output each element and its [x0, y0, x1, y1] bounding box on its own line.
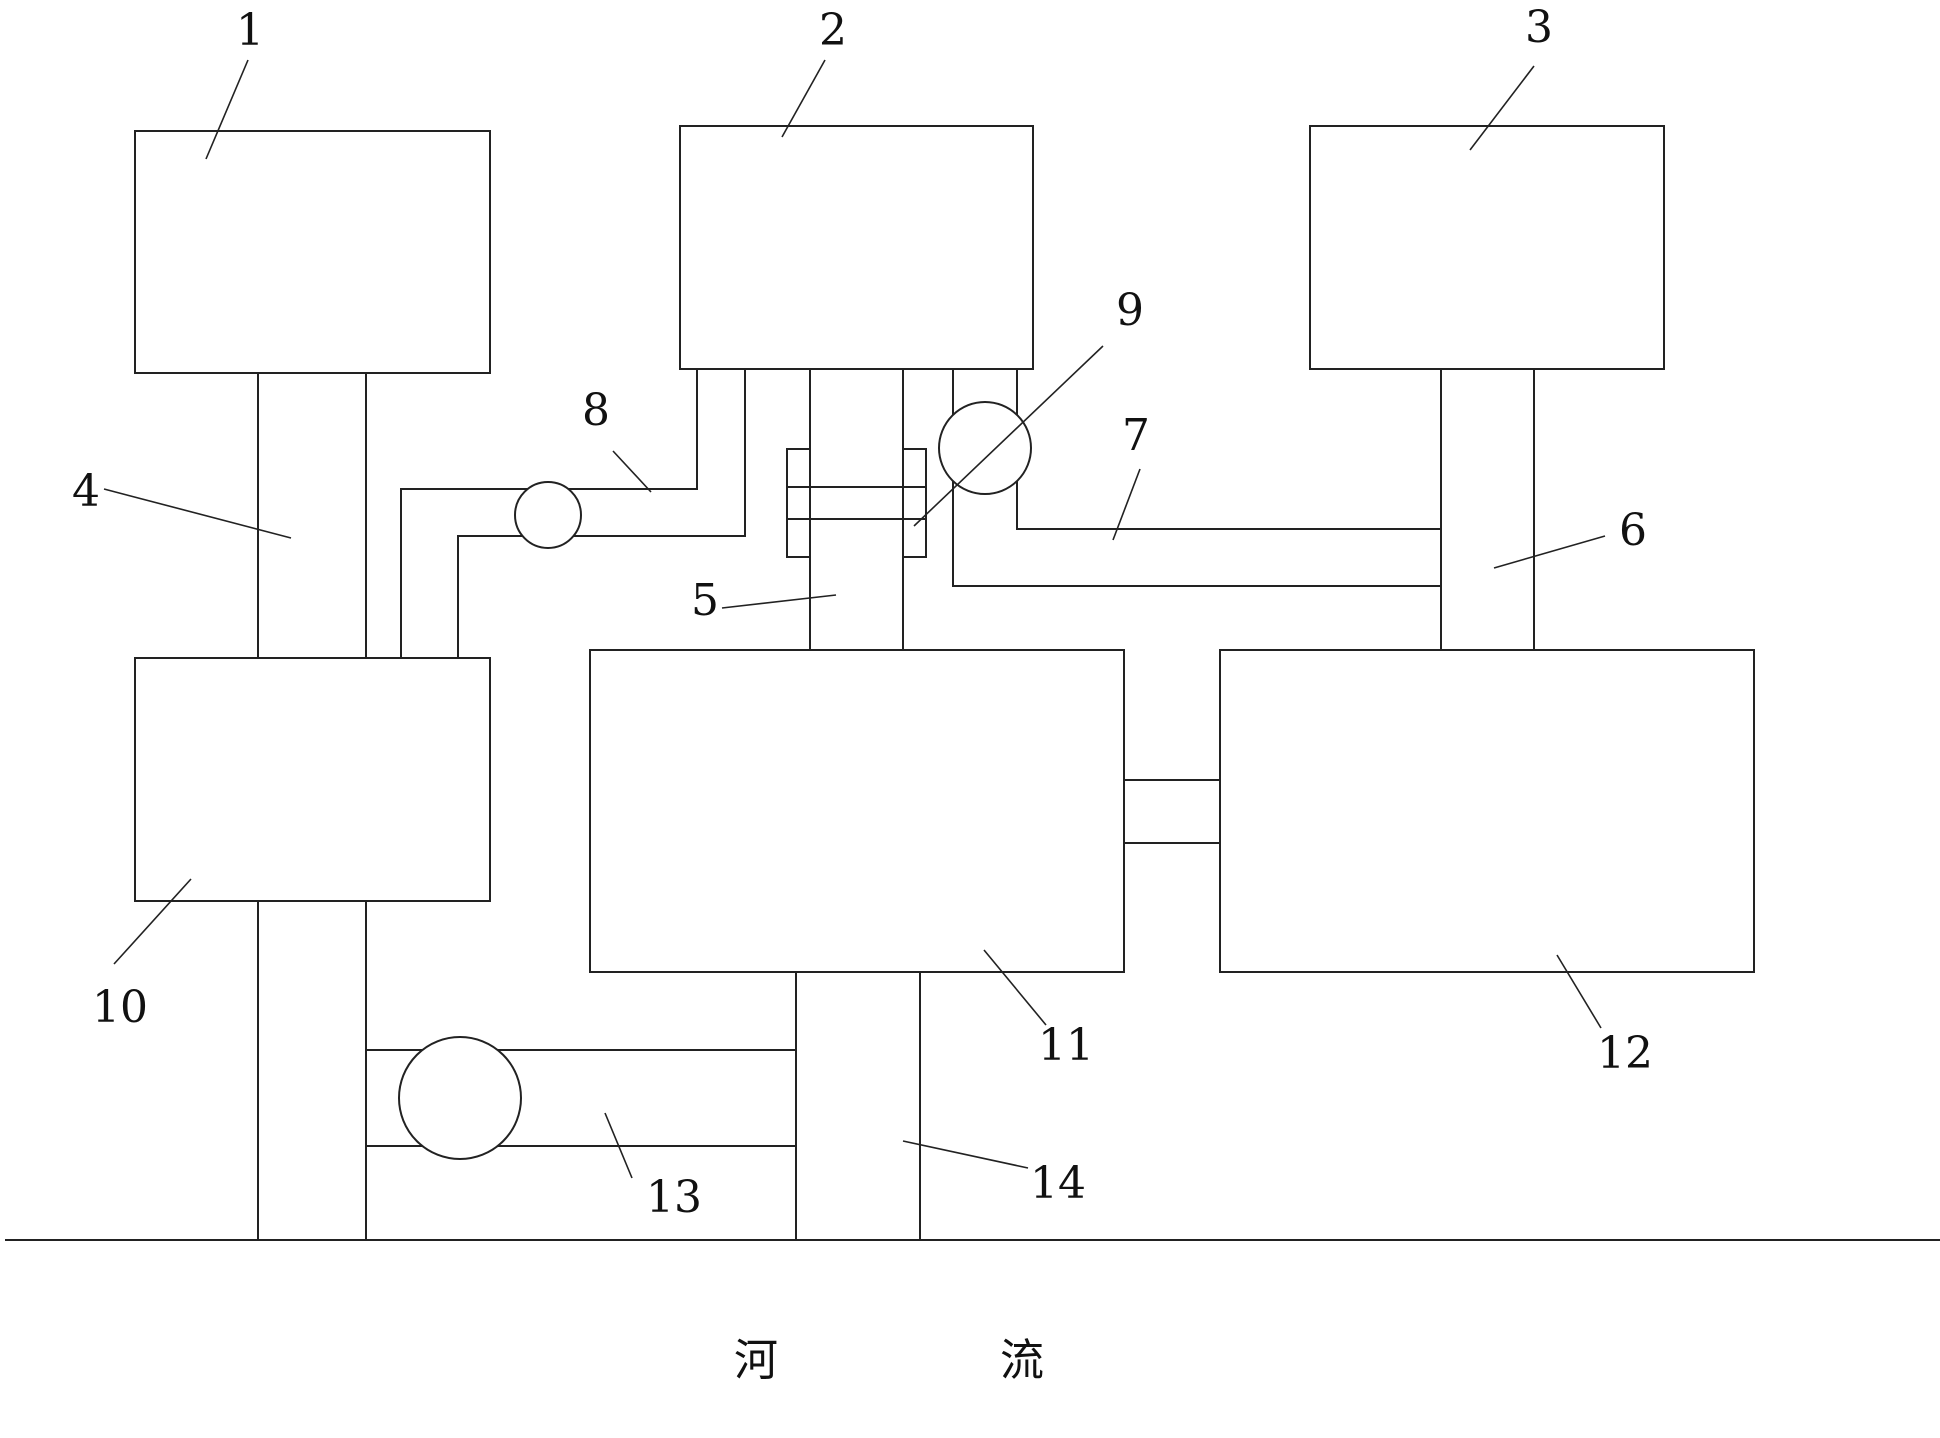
label-9: 9	[1116, 285, 1144, 336]
unit-10-box	[134, 657, 491, 902]
label-8: 8	[582, 385, 610, 436]
unit-3-box	[1309, 125, 1665, 370]
label-5: 5	[691, 575, 719, 626]
pipe-4	[257, 373, 367, 658]
river-char-2: 流	[1000, 1335, 1044, 1386]
label-2: 2	[819, 5, 847, 56]
pipe-7	[952, 369, 1441, 587]
unit-12-box	[1219, 649, 1755, 973]
pump-circle-9	[938, 401, 1032, 495]
leader-lines	[103, 59, 1606, 1179]
unit-1-box	[134, 130, 491, 374]
pump-circle-8	[514, 481, 582, 549]
label-3: 3	[1525, 2, 1553, 53]
label-1: 1	[236, 5, 264, 56]
river-char-1: 河	[734, 1335, 778, 1386]
label-13: 13	[646, 1172, 702, 1223]
flange-5	[786, 448, 927, 558]
label-11: 11	[1038, 1020, 1094, 1071]
label-4: 4	[72, 466, 100, 517]
pipe-14	[795, 972, 921, 1240]
label-6: 6	[1619, 505, 1647, 556]
discharge-pipe-10	[257, 901, 367, 1240]
label-7: 7	[1122, 410, 1150, 461]
unit-2-box	[679, 125, 1034, 370]
pipe-6	[1440, 369, 1535, 650]
pump-circle-13	[398, 1036, 522, 1160]
pipe-5	[809, 369, 904, 650]
unit-11-box	[589, 649, 1125, 973]
connector-11-12	[1124, 779, 1220, 844]
label-10: 10	[92, 982, 148, 1033]
label-14: 14	[1030, 1158, 1086, 1209]
label-12: 12	[1597, 1028, 1653, 1079]
